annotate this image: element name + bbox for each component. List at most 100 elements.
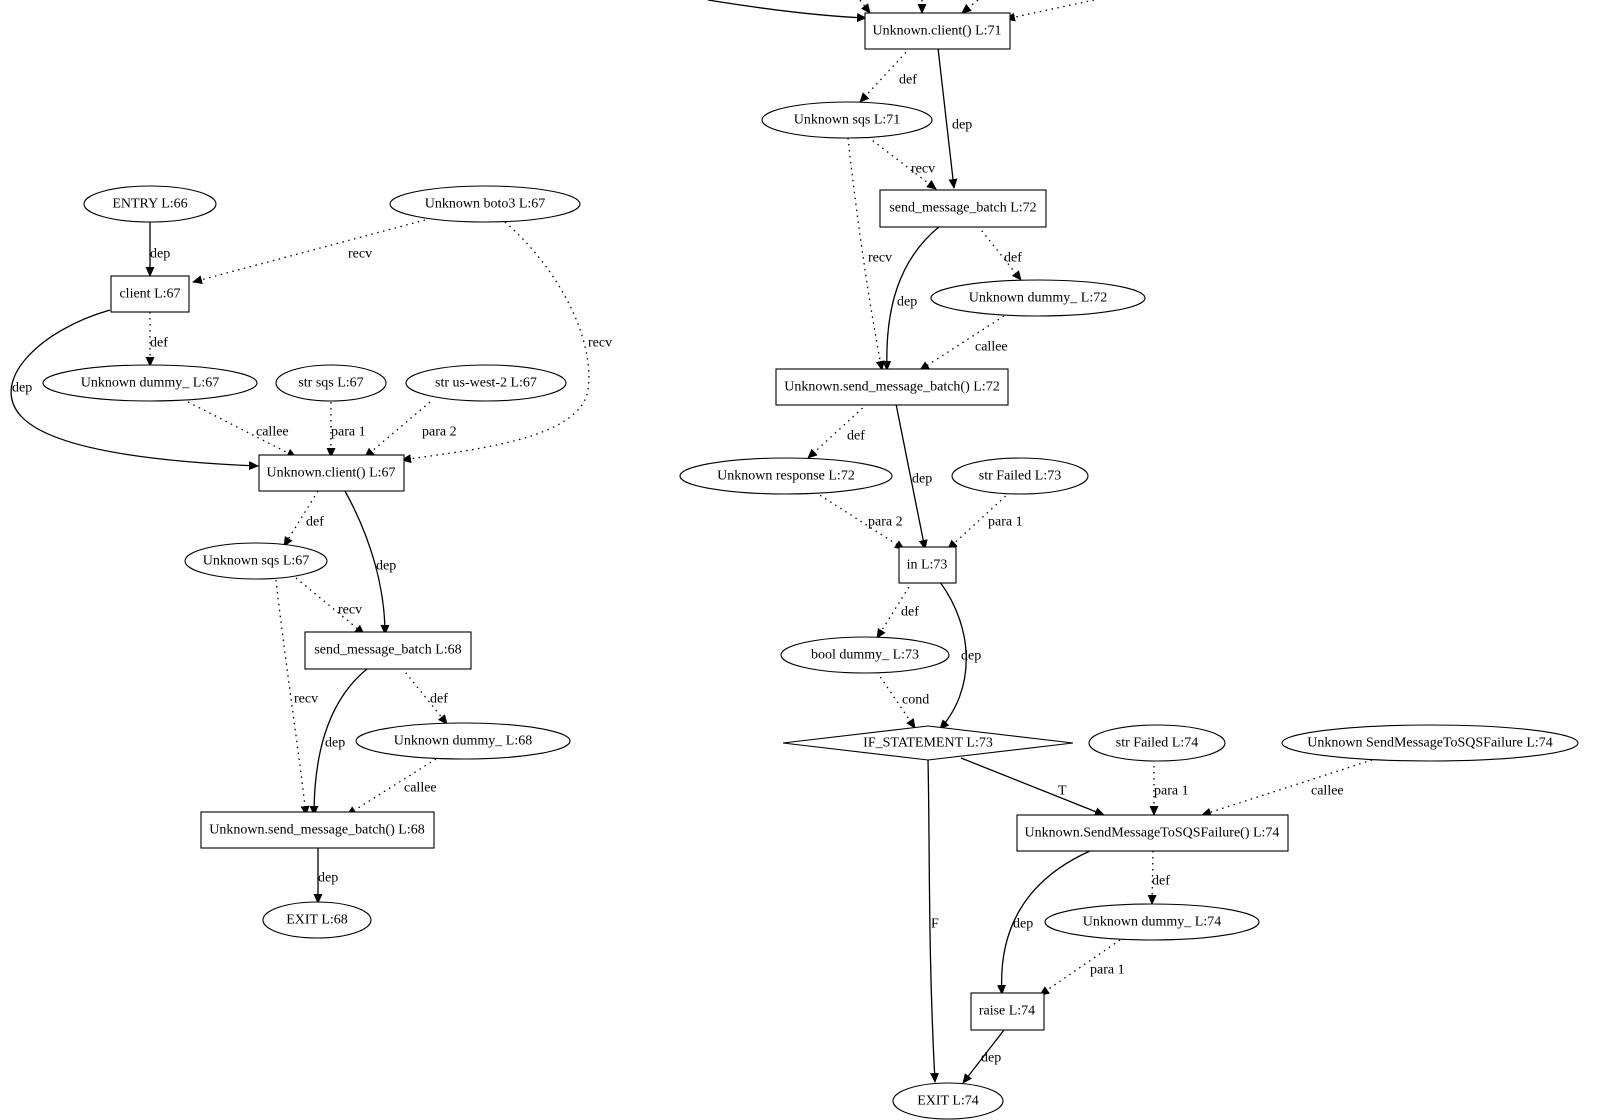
svg-text:Unknown SendMessageToSQSFailur: Unknown SendMessageToSQSFailure L:74 (1307, 736, 1553, 751)
edge-usmb72-to-response72 (807, 403, 868, 459)
node-unknown-dummy-72[interactable]: Unknown dummy_ L:72 (930, 279, 1146, 317)
node-unknown-boto3-67[interactable]: Unknown boto3 L:67 (389, 185, 581, 223)
svg-text:str sqs L:67: str sqs L:67 (298, 376, 363, 391)
edges-right: def dep recv recv def dep callee def dep… (707, 0, 1373, 1084)
edge-incoming-dotted-4 (1005, 0, 1095, 22)
node-raise-74[interactable]: raise L:74 (970, 992, 1045, 1031)
node-str-us-west-2-67[interactable]: str us-west-2 L:67 (405, 364, 567, 402)
edge-label-callee: callee (256, 425, 289, 440)
edge-label-dep: dep (961, 649, 981, 664)
node-unknown-client-call-67[interactable]: Unknown.client() L:67 (258, 454, 405, 492)
edge-label-dep: dep (981, 1051, 1001, 1066)
edge-incoming-to-uclient71 (707, 0, 867, 23)
edge-label-dep: dep (897, 295, 917, 310)
edge-label-true: T (1058, 784, 1067, 799)
edge-sqsfailcls-to-usqsfail74 (1201, 759, 1373, 817)
edges-left: dep recv recv def dep callee para 1 para… (10, 219, 612, 904)
edge-label-def: def (1004, 251, 1022, 266)
edge-label-para1: para 1 (331, 425, 366, 440)
node-unknown-dummy-68[interactable]: Unknown dummy_ L:68 (355, 722, 571, 760)
edge-smb72-to-usmb72 (882, 225, 941, 371)
edge-label-callee: callee (1311, 784, 1344, 799)
svg-text:str Failed L:74: str Failed L:74 (1116, 736, 1198, 751)
edge-label-recv: recv (338, 603, 362, 618)
edge-label-cond: cond (902, 693, 929, 708)
node-exit-68[interactable]: EXIT L:68 (262, 901, 372, 939)
svg-text:Unknown dummy_ L:67: Unknown dummy_ L:67 (81, 376, 219, 391)
node-unknown-sendmessagetosqsfailure-74[interactable]: Unknown SendMessageToSQSFailure L:74 (1281, 724, 1579, 762)
svg-text:Unknown sqs L:71: Unknown sqs L:71 (794, 113, 901, 128)
edge-label-recv: recv (911, 162, 935, 177)
edge-label-callee: callee (404, 781, 437, 796)
edge-label-def: def (430, 692, 448, 707)
edge-usmb72-to-in73 (895, 403, 928, 550)
nodes-left: ENTRY L:66 Unknown boto3 L:67 client L:6… (42, 185, 581, 939)
svg-text:Unknown dummy_ L:72: Unknown dummy_ L:72 (969, 291, 1107, 306)
edge-label-def: def (899, 73, 917, 88)
edge-boto3-to-client (192, 219, 426, 285)
svg-text:Unknown.client() L:67: Unknown.client() L:67 (266, 466, 395, 481)
node-in-73[interactable]: in L:73 (898, 546, 957, 584)
edge-label-def: def (150, 336, 168, 351)
edge-incoming-dotted-1 (859, 0, 871, 14)
edge-label-para2: para 2 (868, 515, 903, 530)
svg-text:IF_STATEMENT L:73: IF_STATEMENT L:73 (863, 736, 993, 751)
node-unknown-sqs-67[interactable]: Unknown sqs L:67 (184, 542, 328, 580)
node-if-statement-73[interactable]: IF_STATEMENT L:73 (782, 725, 1074, 761)
svg-text:Unknown boto3 L:67: Unknown boto3 L:67 (425, 197, 546, 212)
svg-text:bool dummy_ L:73: bool dummy_ L:73 (811, 648, 919, 663)
edge-uclient71-to-smb72 (937, 47, 958, 189)
node-str-failed-73[interactable]: str Failed L:73 (951, 457, 1089, 495)
edge-sqs71-to-smb72 (867, 136, 937, 190)
edge-label-dep: dep (376, 559, 396, 574)
node-unknown-dummy-67[interactable]: Unknown dummy_ L:67 (42, 364, 258, 402)
svg-text:ENTRY L:66: ENTRY L:66 (112, 197, 187, 212)
node-client-67[interactable]: client L:67 (110, 275, 190, 313)
edge-label-def: def (1152, 874, 1170, 889)
svg-text:Unknown response L:72: Unknown response L:72 (717, 469, 855, 484)
node-str-failed-74[interactable]: str Failed L:74 (1088, 724, 1226, 762)
node-entry-66[interactable]: ENTRY L:66 (83, 185, 217, 223)
node-unknown-send-message-batch-call-68[interactable]: Unknown.send_message_batch() L:68 (200, 811, 435, 849)
edge-failed73-to-in73 (947, 491, 1011, 550)
edge-label-recv: recv (588, 336, 612, 351)
svg-text:str us-west-2 L:67: str us-west-2 L:67 (435, 376, 537, 391)
edge-label-def: def (901, 605, 919, 620)
edge-label-para1: para 1 (1154, 784, 1189, 799)
svg-text:Unknown.client() L:71: Unknown.client() L:71 (872, 24, 1001, 39)
node-unknown-sendmessagetosqsfailure-call-74[interactable]: Unknown.SendMessageToSQSFailure() L:74 (1016, 814, 1289, 852)
edge-incoming-dotted-3 (961, 0, 979, 14)
edge-sqs67-to-smb68 (295, 577, 365, 635)
node-bool-dummy-73[interactable]: bool dummy_ L:73 (780, 636, 950, 674)
edge-raise74-to-exit74 (962, 1029, 1005, 1084)
edge-label-dep: dep (318, 871, 338, 886)
node-unknown-dummy-74[interactable]: Unknown dummy_ L:74 (1044, 903, 1260, 941)
node-unknown-response-72[interactable]: Unknown response L:72 (679, 457, 893, 495)
edge-dummy74-to-raise74 (1039, 939, 1121, 996)
edge-label-def: def (847, 429, 865, 444)
node-exit-74[interactable]: EXIT L:74 (892, 1082, 1004, 1120)
svg-text:Unknown.send_message_batch() L: Unknown.send_message_batch() L:72 (784, 380, 999, 395)
node-str-sqs-67[interactable]: str sqs L:67 (275, 364, 387, 402)
edge-label-dep: dep (952, 118, 972, 133)
edge-label-dep: dep (325, 736, 345, 751)
svg-text:send_message_batch L:72: send_message_batch L:72 (889, 201, 1036, 216)
svg-text:Unknown sqs L:67: Unknown sqs L:67 (203, 554, 310, 569)
svg-text:EXIT L:74: EXIT L:74 (917, 1094, 979, 1109)
edge-label-dep: dep (12, 381, 32, 396)
edge-in73-to-bool73 (876, 581, 913, 639)
node-send-message-batch-72[interactable]: send_message_batch L:72 (879, 189, 1047, 228)
edge-smb68-to-usmb68 (309, 668, 368, 816)
node-unknown-send-message-batch-call-72[interactable]: Unknown.send_message_batch() L:72 (775, 368, 1009, 406)
svg-text:client L:67: client L:67 (119, 287, 180, 302)
node-send-message-batch-68[interactable]: send_message_batch L:68 (304, 631, 472, 670)
edge-label-dep: dep (912, 472, 932, 487)
edge-client-to-uclient67 (10, 309, 259, 471)
node-unknown-sqs-71[interactable]: Unknown sqs L:71 (761, 101, 933, 139)
edge-label-dep: dep (1013, 917, 1033, 932)
node-unknown-client-call-71[interactable]: Unknown.client() L:71 (864, 12, 1011, 50)
edge-uswest-to-uclient67 (364, 401, 431, 458)
edge-label-para1: para 1 (988, 515, 1023, 530)
svg-text:Unknown dummy_ L:74: Unknown dummy_ L:74 (1083, 915, 1221, 930)
